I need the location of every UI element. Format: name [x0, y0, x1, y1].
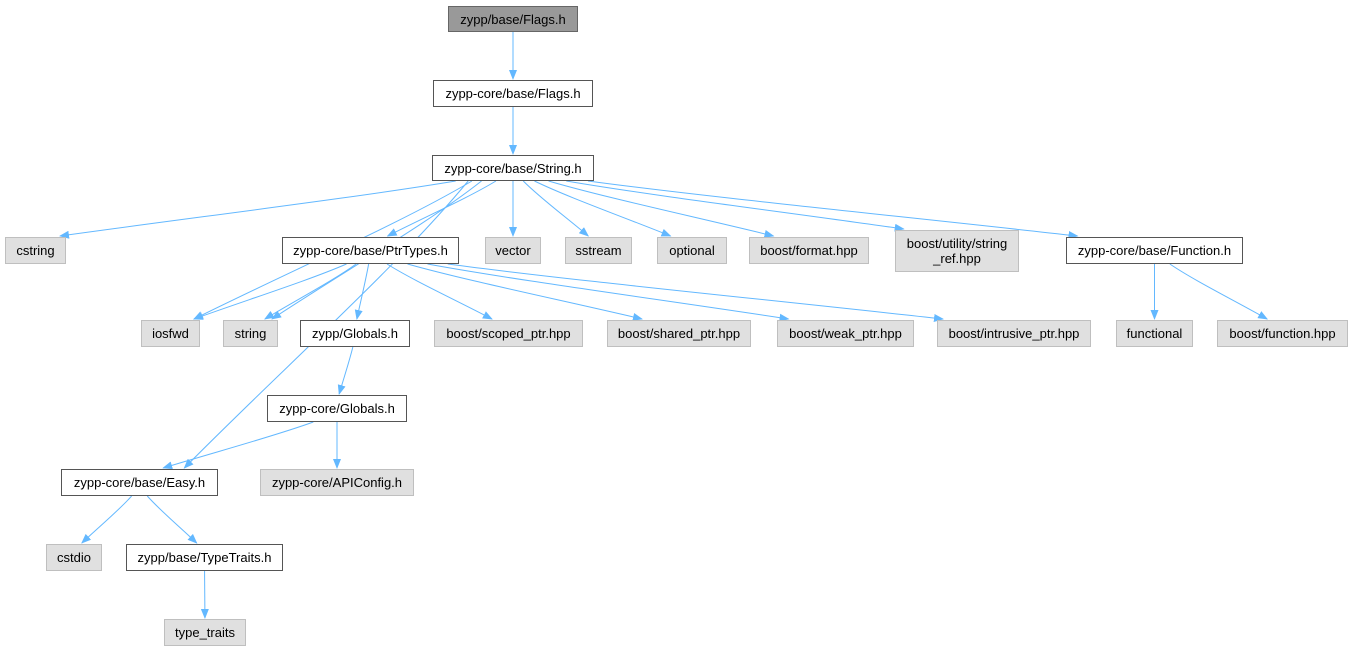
node-cstdio: cstdio [46, 544, 102, 571]
node-flags[interactable]: zypp/base/Flags.h [448, 6, 578, 32]
node-cstring: cstring [5, 237, 66, 264]
node-core-string[interactable]: zypp-core/base/String.h [432, 155, 594, 181]
node-core-flags[interactable]: zypp-core/base/Flags.h [433, 80, 593, 107]
node-boost-format: boost/format.hpp [749, 237, 869, 264]
node-core-globals[interactable]: zypp-core/Globals.h [267, 395, 407, 422]
node-boost-string-ref: boost/utility/string _ref.hpp [895, 230, 1019, 272]
node-type-traits: type_traits [164, 619, 246, 646]
edge-core_function-to-boost_function [1169, 263, 1269, 320]
edge-ptrtypes-to-boost_shared [407, 263, 643, 321]
node-ptrtypes[interactable]: zypp-core/base/PtrTypes.h [282, 237, 459, 264]
node-zypp-globals[interactable]: zypp/Globals.h [300, 320, 410, 347]
node-boost-shared: boost/shared_ptr.hpp [607, 320, 751, 347]
edge-ptrtypes-to-iosfwd [193, 263, 347, 320]
edge-ptrtypes-to-zypp_globals [354, 263, 370, 320]
node-boost-intrusive: boost/intrusive_ptr.hpp [937, 320, 1091, 347]
node-boost-function: boost/function.hpp [1217, 320, 1348, 347]
node-functional: functional [1116, 320, 1193, 347]
edge-ptrtypes-to-boost_intrusive [447, 263, 944, 322]
node-core-function[interactable]: zypp-core/base/Function.h [1066, 237, 1243, 264]
node-core-easy[interactable]: zypp-core/base/Easy.h [61, 469, 218, 496]
node-sstream: sstream [565, 237, 632, 264]
edge-ptrtypes-to-boost_scoped [386, 263, 493, 320]
edge-core_string-to-optional [534, 180, 672, 237]
edge-core_string-to-core_easy [183, 180, 469, 469]
node-string: string [223, 320, 278, 347]
edge-core_string-to-ptrtypes [386, 180, 497, 237]
edge-core_easy-to-cstdio [81, 495, 133, 544]
edge-ptrtypes-to-boost_weak [427, 263, 790, 322]
node-vector: vector [485, 237, 541, 264]
edge-core_string-to-core_function [587, 180, 1079, 239]
node-apiconfig: zypp-core/APIConfig.h [260, 469, 414, 496]
node-boost-weak: boost/weak_ptr.hpp [777, 320, 914, 347]
edge-core_globals-to-core_easy [162, 421, 314, 470]
edge-core_string-to-boost_string_ref [566, 180, 905, 232]
node-typetraits[interactable]: zypp/base/TypeTraits.h [126, 544, 283, 571]
node-boost-scoped: boost/scoped_ptr.hpp [434, 320, 583, 347]
edge-core_string-to-sstream [522, 180, 590, 237]
node-iosfwd: iosfwd [141, 320, 200, 347]
edge-core_string-to-cstring [59, 180, 456, 239]
edge-ptrtypes-to-string [264, 263, 357, 320]
edge-core_easy-to-typetraits [146, 495, 198, 544]
edge-zypp_globals-to-core_globals [337, 346, 354, 395]
node-optional: optional [657, 237, 727, 264]
edge-core_string-to-boost_format [548, 180, 775, 238]
